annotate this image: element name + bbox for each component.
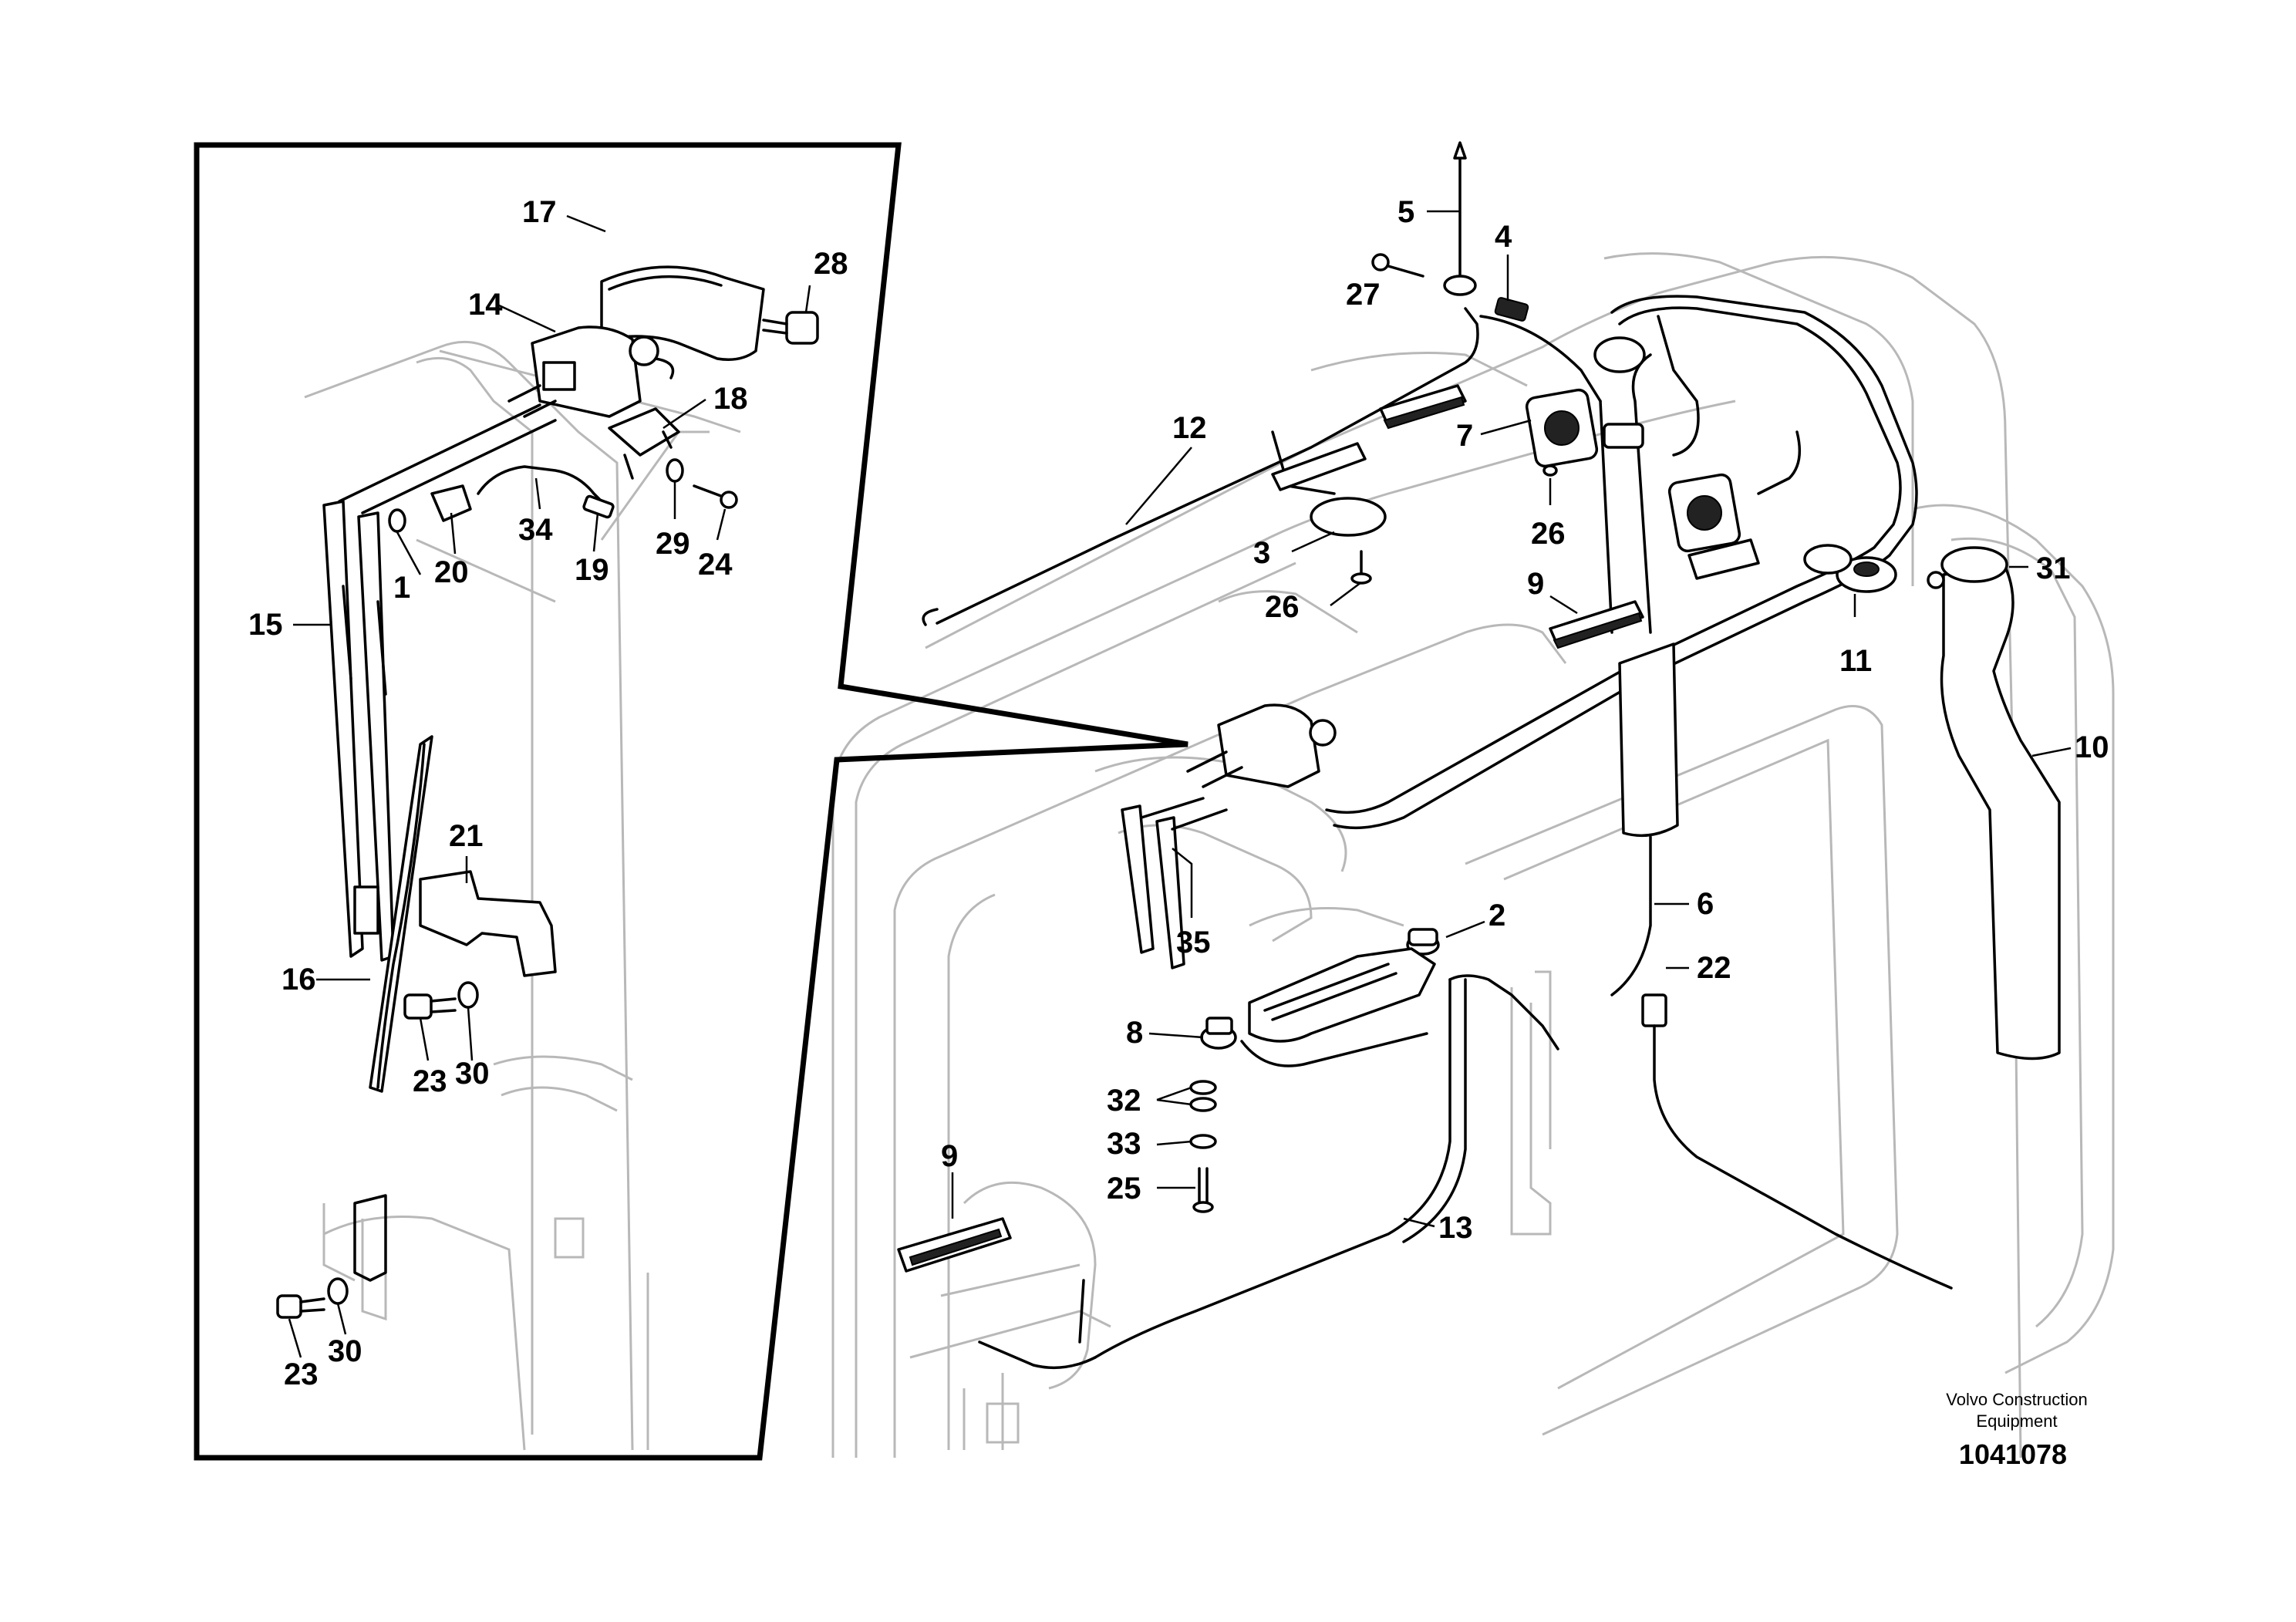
callout-11: 11 [1839,644,1872,678]
washer-part-30-lower [327,1277,349,1305]
wiper-arm-part-15 [322,403,557,962]
callout-33: 33 [1107,1127,1141,1161]
antenna-part-5 [1443,141,1477,296]
bolt-part-25 [1192,1167,1214,1213]
wiper-motor-part-14 [507,325,675,418]
callout-3: 3 [1253,536,1270,570]
plate-part-21 [419,870,557,977]
credit-line-1: Volvo Construction [1946,1390,2087,1409]
wiper-assembly-main [1121,703,1337,969]
inset-cab-outline [304,340,741,1451]
callout-19: 19 [575,553,609,587]
callout-26-lower: 26 [1265,590,1300,624]
washer-part-32 [1189,1080,1217,1112]
callout-28: 28 [814,247,848,281]
lamp-part-9-bottom [897,1217,1012,1273]
speaker-part-7 [1525,336,1646,468]
callout-16: 16 [282,963,316,996]
cap-part-31 [1927,546,2008,589]
dome-light-part-3 [1310,497,1387,537]
leader-lines [288,210,2072,1358]
button-part-2 [1406,928,1440,956]
handle-part-10 [1940,565,2061,1061]
nut-part-1 [388,508,406,533]
document-number: 1041078 [1959,1438,2067,1470]
callout-13: 13 [1438,1211,1473,1245]
switch-part-8 [1200,1017,1237,1050]
callout-5: 5 [1397,195,1414,229]
callout-1: 1 [393,571,410,605]
screw-part-26-upper [1542,464,1558,477]
callout-22: 22 [1697,951,1731,985]
callout-30-lower: 30 [328,1334,362,1368]
callout-34: 34 [518,513,553,547]
wire-harness-part-12 [922,307,1602,626]
nozzle-part-19 [582,494,615,519]
callout-18: 18 [713,382,748,416]
connector-part-4 [1494,297,1529,322]
connector-part-20 [430,484,472,522]
callout-21: 21 [449,819,484,853]
callout-4: 4 [1495,220,1512,254]
hose-part-34 [477,465,611,511]
bracket-part-18 [608,407,680,480]
callout-9-top: 9 [1527,567,1544,601]
callout-10: 10 [2075,730,2109,764]
callout-14: 14 [468,288,503,322]
callout-25: 25 [1107,1172,1141,1206]
callout-32: 32 [1107,1084,1141,1118]
callout-24: 24 [698,548,733,582]
callout-26-upper: 26 [1531,517,1566,551]
screw-part-28 [762,311,819,345]
callout-2: 2 [1489,899,1505,932]
wire-harness-part-13 [978,974,1559,1370]
callout-23-upper: 23 [413,1064,447,1098]
callout-20: 20 [434,555,469,589]
speaker-right [1667,473,1760,580]
bolt-part-23-lower [276,1294,325,1319]
grommet-part-11 [1803,544,1897,593]
callout-30-upper: 30 [455,1057,490,1091]
wiper-blade-part-16 [353,735,433,1093]
callout-27: 27 [1346,278,1381,312]
washer-part-29 [666,458,684,483]
callout-29: 29 [656,527,690,561]
washer-part-30-upper [457,981,479,1009]
connector-part-22 [1641,993,1953,1290]
callout-15: 15 [248,608,283,642]
bolt-part-23-upper [403,993,457,1020]
washer-part-33 [1189,1134,1217,1149]
credit-line-2: Equipment [1976,1411,2057,1431]
callout-17: 17 [522,195,557,229]
callout-7: 7 [1456,419,1473,453]
callout-8: 8 [1126,1016,1143,1050]
callout-31: 31 [2036,551,2071,585]
callout-labels: 5 4 27 12 7 3 26 26 9 31 11 10 6 22 2 35… [248,195,2109,1391]
roof-lamp [1271,384,1467,491]
callout-35: 35 [1176,926,1211,959]
screw-part-26-lower [1350,550,1372,585]
callout-12: 12 [1172,411,1207,445]
console-panel [1240,947,1436,1067]
bolt-part-24 [693,484,738,509]
callout-9-bottom: 9 [941,1139,958,1173]
detail-frame [194,142,1188,1461]
screw-part-27 [1371,253,1424,278]
callout-6: 6 [1697,887,1714,921]
callout-23-lower: 23 [284,1357,319,1391]
pillar-part-6 [1599,353,1679,996]
lamp-part-9-top [1549,600,1644,649]
overhead-harness [1325,295,1918,830]
inset-lower-bracket [353,1194,387,1282]
